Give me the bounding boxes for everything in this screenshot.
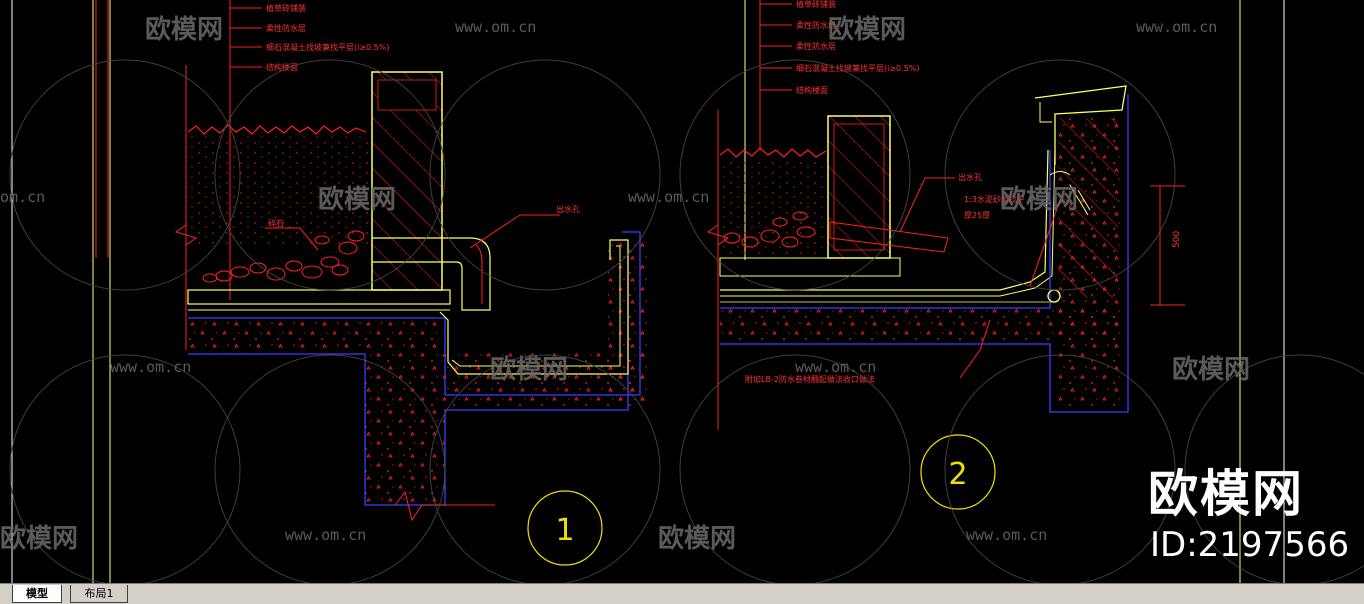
d2-detail-marker: 2: [948, 457, 967, 492]
tab-model[interactable]: 模型: [12, 585, 62, 603]
d1-gravel-label: 碎石: [268, 218, 284, 228]
d1-outlet-label: 出水孔: [556, 204, 580, 214]
watermark-logo-5: 欧模网: [490, 354, 568, 385]
watermark-layer: 欧模网 欧模网 欧模网 欧模网 欧模网 欧模网 欧模网 欧模网 www.om.c…: [0, 14, 1364, 586]
watermark-site-2: www.om.cn: [1136, 18, 1217, 36]
watermark-site-short: om.cn: [0, 188, 45, 206]
watermark-logo-2: 欧模网: [828, 14, 906, 45]
d2-mortar-label: 1:3水泥砂浆找平: [964, 194, 1025, 204]
watermark-site-5: www.om.cn: [795, 358, 876, 376]
watermark-site-4: www.om.cn: [110, 358, 191, 376]
watermark-logo-7: 欧模网: [0, 523, 78, 554]
detail-2: 500 植草砖铺装 柔性防水层 柔性防水层 细石混凝土找坡兼找平层(i≥0.5%…: [706, 0, 1185, 510]
watermark-logo-8: 欧模网: [658, 523, 736, 554]
d2-layer-1: 植草砖铺装: [796, 0, 836, 9]
drawing-frame: [11, 0, 1285, 583]
d2-layer-2: 柔性防水层: [796, 20, 836, 30]
d1-layer-2: 柔性防水层: [266, 23, 306, 33]
cad-drawing: 植草砖铺装 柔性防水层 细石混凝土找坡兼找平层(i≥0.5%) 结构楼面 碎石 …: [0, 0, 1364, 586]
d2-layer-5: 结构楼面: [796, 85, 828, 95]
tab-layout1[interactable]: 布局1: [70, 585, 128, 603]
drawing-canvas[interactable]: 植草砖铺装 柔性防水层 细石混凝土找坡兼找平层(i≥0.5%) 结构楼面 碎石 …: [0, 0, 1364, 586]
d2-layer-4: 细石混凝土找坡兼找平层(i≥0.5%): [796, 63, 920, 73]
d1-layer-3: 细石混凝土找坡兼找平层(i≥0.5%): [266, 42, 390, 52]
watermark-logo-6: 欧模网: [1172, 354, 1250, 385]
watermark-site-1: www.om.cn: [455, 18, 536, 36]
watermark-logo-3: 欧模网: [318, 184, 396, 215]
watermark-site-7: www.om.cn: [966, 526, 1047, 544]
watermark-logo-4: 欧模网: [1000, 184, 1078, 215]
watermark-site-3: www.om.cn: [628, 188, 709, 206]
brand-watermark: 欧模网: [1148, 465, 1304, 523]
d2-outlet-label: 出水孔: [958, 172, 982, 182]
d2-dimension-500: 500: [1172, 231, 1182, 248]
d1-detail-marker: 1: [555, 513, 574, 548]
watermark-site-6: www.om.cn: [285, 526, 366, 544]
d2-thickness-label: 厚25厚: [964, 211, 990, 220]
brand-id-label: ID:2197566: [1150, 525, 1350, 565]
d2-bottom-note: 附加LB-2防水卷材翻起做法收口做法: [745, 374, 875, 384]
watermark-logo-1: 欧模网: [145, 14, 223, 45]
d1-layer-4: 结构楼面: [266, 62, 298, 72]
d1-layer-1: 植草砖铺装: [266, 3, 306, 13]
d2-layer-3: 柔性防水层: [796, 41, 836, 51]
layout-tab-bar: 模型 布局1: [0, 583, 1364, 604]
